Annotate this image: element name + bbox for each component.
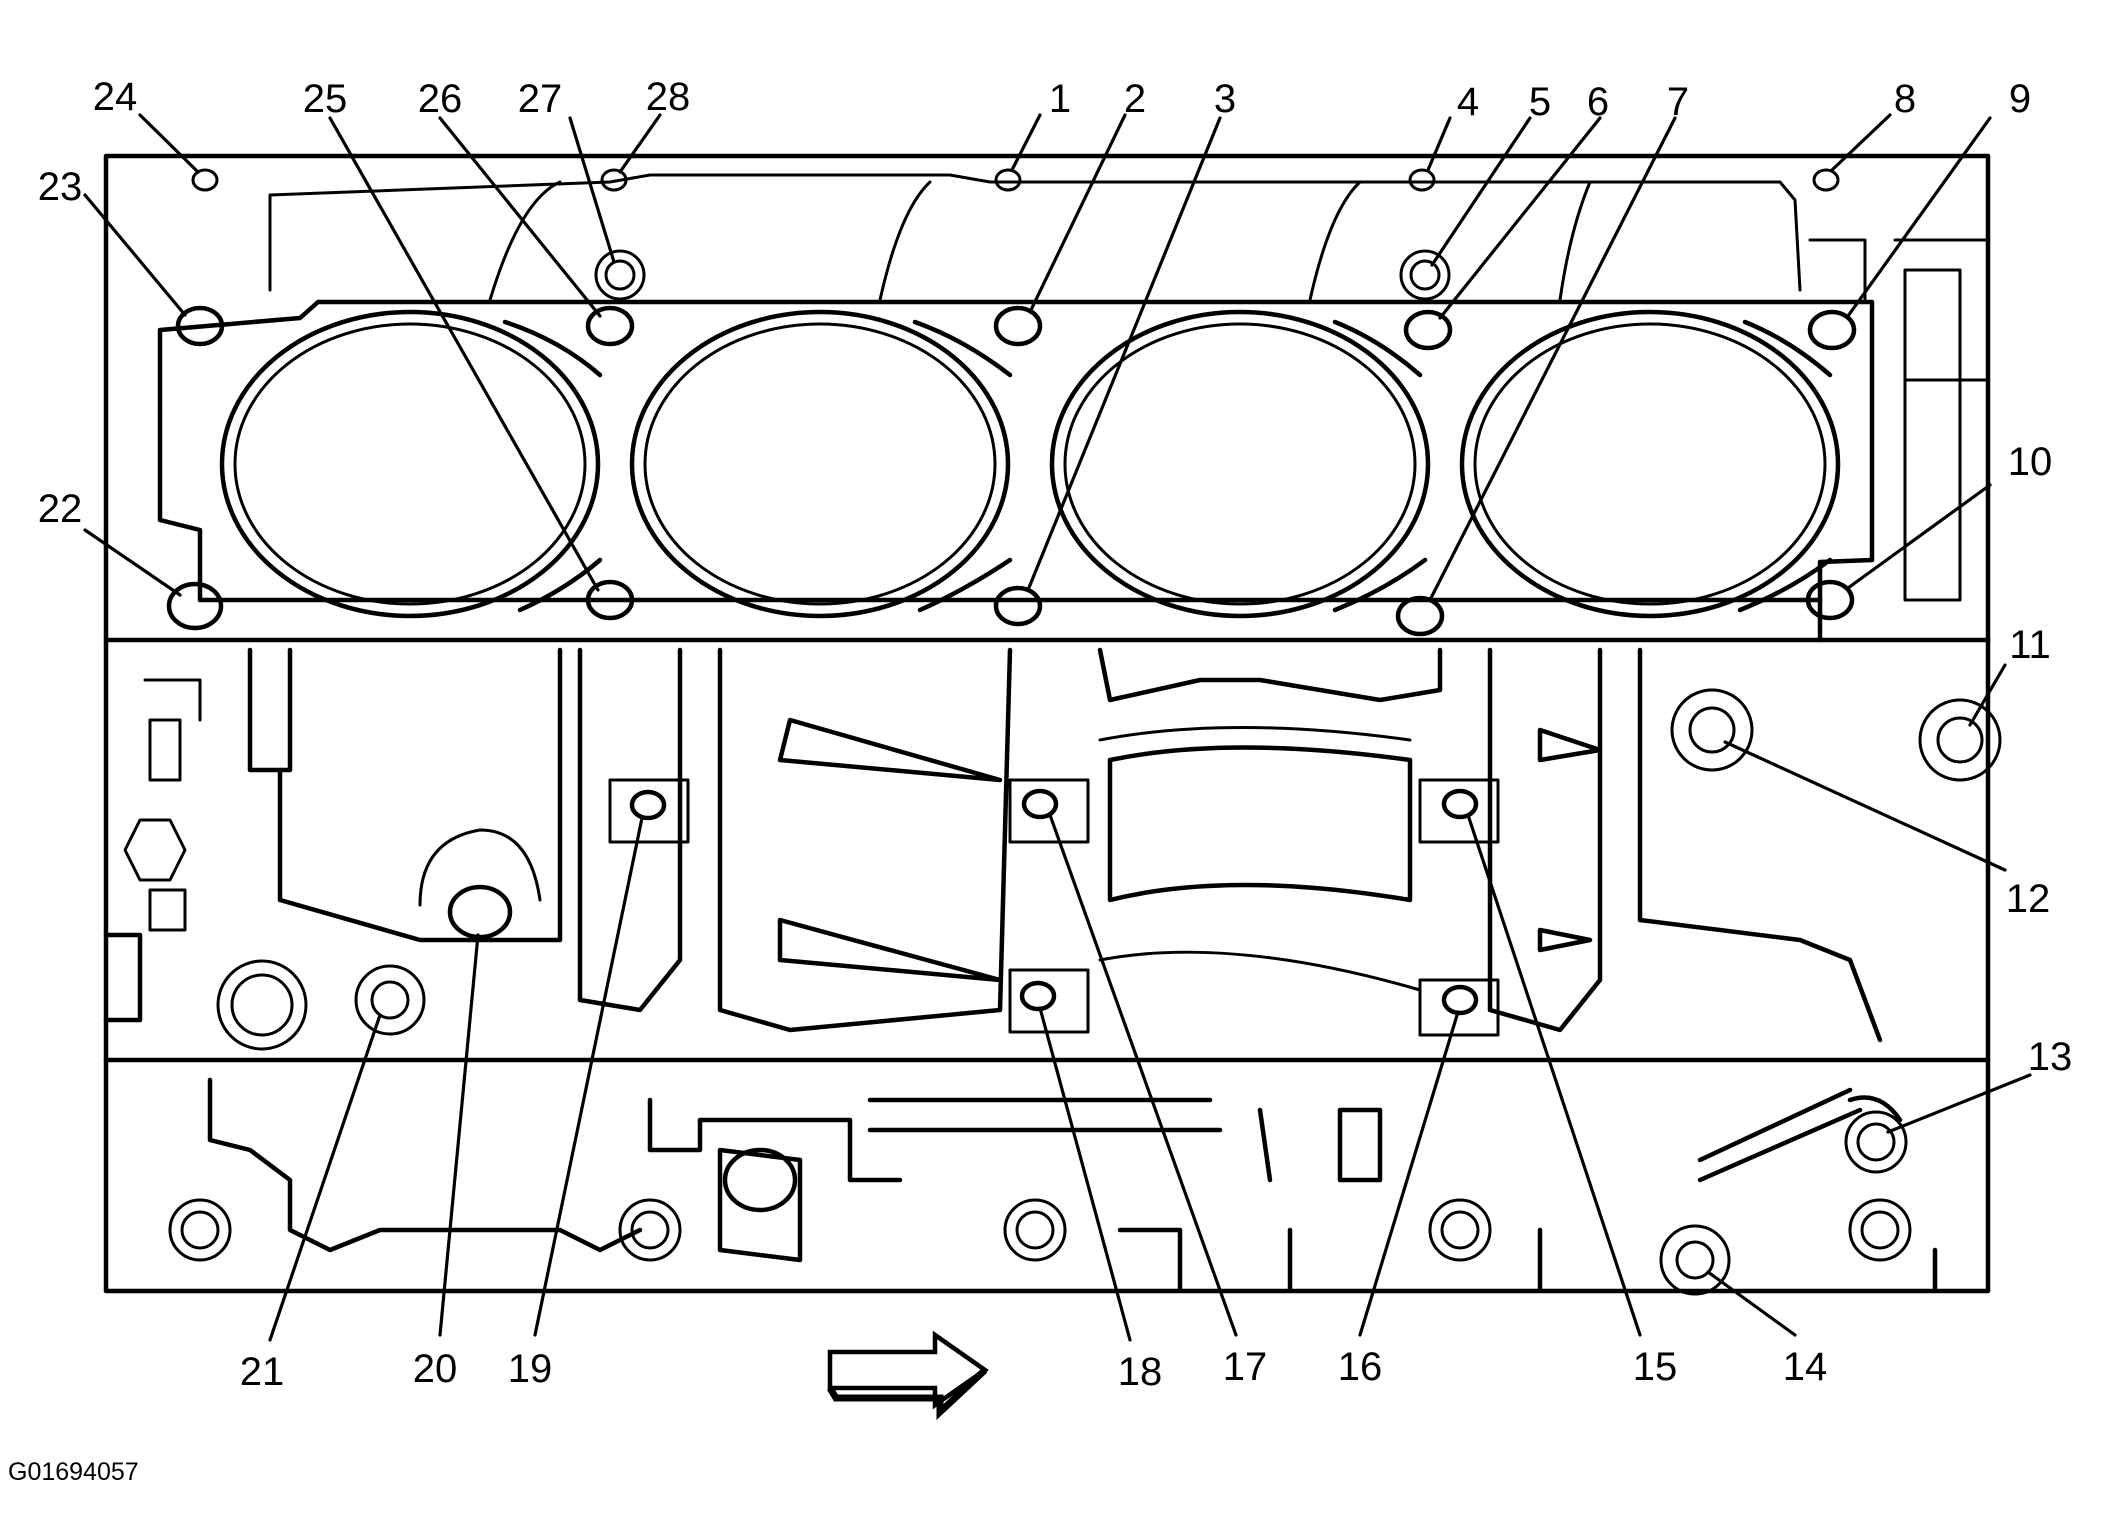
callout-9: 9 <box>2009 77 2031 121</box>
callout-19: 19 <box>508 1347 553 1391</box>
leader-lines <box>83 113 2032 1342</box>
leader-12 <box>1723 740 2007 872</box>
bolt-holes <box>166 168 2002 1296</box>
leader-18 <box>1038 1006 1132 1342</box>
cylinder-bores <box>219 309 1841 619</box>
leader-2 <box>1028 113 1127 314</box>
leader-15 <box>1466 813 1642 1337</box>
front-direction-arrow <box>826 1330 989 1421</box>
leader-14 <box>1706 1270 1797 1337</box>
callout-25: 25 <box>303 77 348 121</box>
callout-16: 16 <box>1338 1345 1383 1389</box>
leader-10 <box>1846 483 1992 590</box>
leader-24 <box>138 113 200 174</box>
callout-6: 6 <box>1587 80 1609 124</box>
figure-id: G01694057 <box>8 1458 139 1486</box>
leader-8 <box>1830 113 1892 172</box>
leader-26 <box>438 116 602 318</box>
crankcase-structure <box>103 647 1883 1043</box>
leader-4 <box>1426 116 1452 172</box>
oil-pan-rail <box>207 1077 1938 1293</box>
leader-3 <box>1026 116 1222 592</box>
callout-26: 26 <box>418 77 463 121</box>
leader-27 <box>568 116 616 264</box>
callout-20: 20 <box>413 1347 458 1391</box>
callout-14: 14 <box>1783 1345 1828 1389</box>
callout-27: 27 <box>518 77 563 121</box>
leader-7 <box>1428 116 1677 602</box>
leader-25 <box>328 116 600 592</box>
callout-1: 1 <box>1049 77 1071 121</box>
callout-23: 23 <box>38 165 83 209</box>
leader-6 <box>1438 116 1602 320</box>
callout-labels: 1 2 3 4 5 6 7 8 9 10 11 12 13 14 15 16 1… <box>38 75 2073 1394</box>
callout-5: 5 <box>1529 80 1551 124</box>
callout-12: 12 <box>2006 877 2051 921</box>
callout-7: 7 <box>1667 80 1689 124</box>
callout-17: 17 <box>1223 1345 1268 1389</box>
leader-21 <box>268 1013 382 1342</box>
callout-24: 24 <box>93 75 138 119</box>
callout-22: 22 <box>38 487 83 531</box>
leader-5 <box>1430 116 1532 267</box>
leader-20 <box>438 933 480 1337</box>
leader-17 <box>1048 813 1238 1337</box>
callout-15: 15 <box>1633 1345 1678 1389</box>
leader-11 <box>1968 663 2007 727</box>
leader-16 <box>1358 1010 1460 1337</box>
callout-13: 13 <box>2028 1035 2073 1079</box>
leader-28 <box>618 113 662 174</box>
leader-22 <box>83 528 182 597</box>
callout-10: 10 <box>2008 440 2053 484</box>
callout-4: 4 <box>1457 80 1479 124</box>
callout-3: 3 <box>1214 77 1236 121</box>
leader-1 <box>1010 113 1042 172</box>
callout-28: 28 <box>646 75 691 119</box>
callout-21: 21 <box>240 1350 285 1394</box>
leader-13 <box>1886 1073 2032 1134</box>
leader-9 <box>1846 116 1992 318</box>
callout-18: 18 <box>1118 1350 1163 1394</box>
callout-8: 8 <box>1894 77 1916 121</box>
callout-11: 11 <box>2009 623 2051 667</box>
leader-19 <box>533 816 644 1337</box>
leader-23 <box>83 193 187 317</box>
callout-2: 2 <box>1124 77 1146 121</box>
